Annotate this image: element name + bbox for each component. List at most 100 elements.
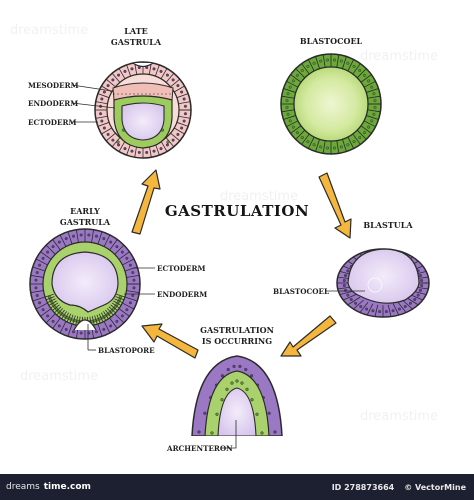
label-archenteron: ARCHENTERON: [166, 444, 233, 453]
cell-nucleus: [117, 143, 121, 147]
cell-nucleus: [115, 319, 119, 323]
cell-nucleus: [145, 150, 149, 154]
blastula: [336, 248, 430, 318]
cell-nucleus: [346, 293, 350, 297]
cell-wall: [67, 323, 73, 337]
cell-wall: [367, 109, 381, 113]
cycle-arrows: [131, 169, 352, 359]
cell-wall: [363, 120, 376, 128]
cell-nucleus: [371, 309, 375, 313]
cell-nucleus: [51, 245, 55, 249]
cell-nucleus: [100, 119, 104, 123]
cell-wall: [109, 317, 118, 329]
cell-nucleus: [46, 250, 50, 254]
cell-nucleus: [94, 234, 98, 238]
cell-nucleus: [416, 293, 420, 297]
cell-nucleus: [215, 412, 219, 416]
label-early-line2: GASTRULA: [60, 217, 111, 227]
cell-wall: [295, 129, 306, 140]
cell-wall: [118, 68, 126, 80]
cell-nucleus: [288, 85, 292, 89]
cell-wall: [52, 239, 61, 251]
label-late-line2: GASTRULA: [111, 37, 162, 47]
cell-nucleus: [420, 278, 424, 282]
cell-wall: [392, 303, 400, 316]
cell-nucleus: [238, 364, 242, 368]
cell-nucleus: [358, 68, 362, 72]
cell-nucleus: [159, 147, 163, 151]
cell-wall: [301, 133, 310, 145]
cell-nucleus: [152, 149, 156, 153]
cell-wall: [322, 54, 326, 68]
cell-nucleus: [339, 145, 343, 149]
cell-wall: [35, 302, 48, 310]
cell-wall: [97, 93, 110, 99]
cell-wall: [59, 234, 67, 247]
cell-nucleus: [373, 99, 377, 103]
late-gastrula: [94, 61, 192, 159]
cell-nucleus: [109, 240, 113, 244]
cell-wall: [402, 299, 413, 310]
svg-text:dreamstime: dreamstime: [360, 49, 438, 64]
cell-wall: [124, 296, 138, 302]
cell-nucleus: [367, 79, 371, 83]
cell-nucleus: [346, 61, 350, 65]
cell-wall: [67, 231, 73, 245]
cell-nucleus: [112, 307, 116, 311]
arrow-blastula-to-occurring: [280, 315, 337, 357]
cell-wall: [160, 68, 168, 80]
cell-wall: [105, 132, 116, 142]
late-gastrula-pointers: [71, 84, 116, 123]
cell-wall: [76, 229, 79, 243]
cell-wall: [283, 88, 296, 93]
cell-wall: [366, 115, 379, 120]
cell-wall: [356, 129, 367, 140]
cell-nucleus: [128, 263, 132, 267]
cell-wall: [173, 127, 185, 135]
cell-nucleus: [403, 305, 407, 309]
cell-nucleus: [267, 411, 271, 415]
cell-nucleus: [125, 308, 129, 312]
arrow-occurring-to-early: [141, 323, 199, 359]
cell-nucleus: [230, 381, 234, 385]
cell-nucleus: [120, 250, 124, 254]
cell-nucleus: [339, 59, 343, 63]
cell-nucleus: [250, 398, 254, 402]
cell-wall: [356, 68, 367, 79]
cell-nucleus: [232, 364, 236, 368]
cell-wall: [154, 143, 160, 156]
cell-wall: [353, 299, 364, 310]
cell-nucleus: [79, 331, 83, 335]
cell-nucleus: [306, 64, 310, 68]
cell-nucleus: [210, 431, 214, 435]
cell-nucleus: [110, 309, 114, 313]
cell-wall: [342, 56, 347, 69]
cell-nucleus: [182, 119, 186, 123]
cell-nucleus: [64, 237, 68, 241]
cell-wall: [160, 140, 168, 152]
cell-nucleus: [319, 145, 323, 149]
cell-nucleus: [285, 105, 289, 109]
arrow-blastocoel-to-blastula: [318, 172, 352, 239]
cell-nucleus: [165, 143, 169, 147]
cell-nucleus: [120, 314, 124, 318]
cell-nucleus: [102, 237, 106, 241]
image-id: ID 278873664: [331, 482, 395, 492]
cell-nucleus: [123, 147, 127, 151]
cell-wall: [97, 231, 103, 245]
cell-nucleus: [128, 301, 132, 305]
svg-text:dreamstime: dreamstime: [360, 409, 438, 424]
cell-nucleus: [372, 92, 376, 96]
label-ectoderm-left: ECTODERM: [157, 264, 205, 273]
cell-nucleus: [182, 97, 186, 101]
watermarks: dreamstime dreamstime dreamstime dreamst…: [10, 23, 438, 424]
cell-nucleus: [220, 398, 224, 402]
cell-wall: [44, 293, 54, 298]
cell-wall: [40, 251, 52, 260]
cell-wall: [176, 93, 189, 99]
cell-nucleus: [203, 411, 207, 415]
cell-wall: [32, 266, 46, 272]
cell-wall: [122, 302, 135, 310]
cell-nucleus: [99, 112, 103, 116]
label-early-line1: EARLY: [70, 206, 100, 216]
